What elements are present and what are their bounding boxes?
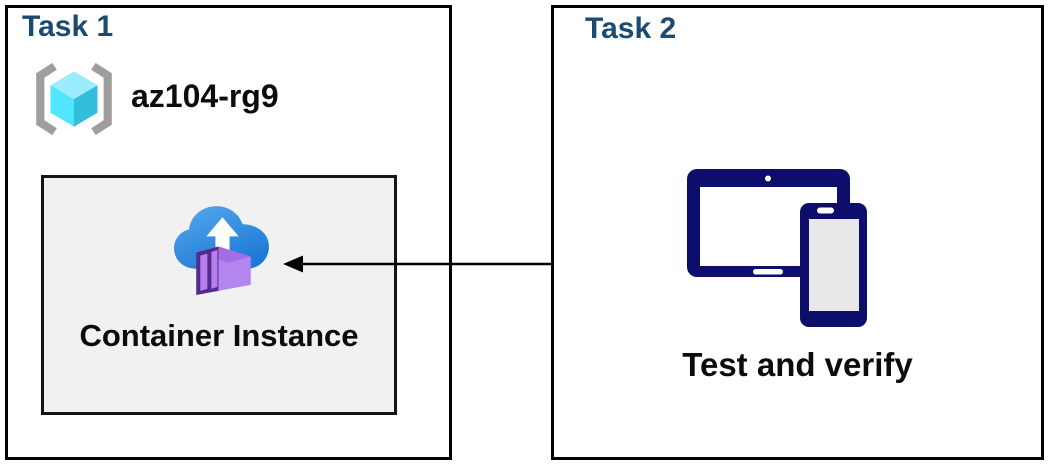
upload-arrow xyxy=(206,217,239,263)
resource-group-name: az104-rg9 xyxy=(131,78,279,114)
container-instance-icon xyxy=(174,206,269,295)
task2-title: Task 2 xyxy=(585,12,677,45)
container-instance-label: Container Instance xyxy=(79,318,359,353)
phone xyxy=(800,203,867,327)
tablet-phone-devices-icon xyxy=(687,169,867,327)
container-cube xyxy=(196,246,251,295)
test-and-verify-label: Test and verify xyxy=(682,346,913,383)
task1-title: Task 1 xyxy=(22,10,114,43)
resource-group-icon xyxy=(36,62,112,136)
